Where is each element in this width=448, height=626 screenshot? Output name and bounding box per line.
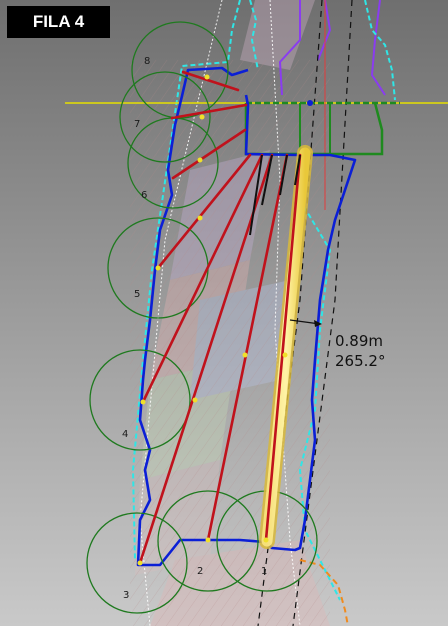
- hole-label-2: 2: [197, 566, 203, 577]
- drill-hole-2[interactable]: [206, 153, 289, 542]
- row-title-badge: FILA 4: [7, 6, 110, 38]
- hole-label-4: 4: [122, 429, 128, 440]
- hole-labels: 1 2 3 4 5 6 7 8: [122, 56, 267, 601]
- orange-contour: [299, 559, 349, 626]
- hole-label-7: 7: [134, 119, 140, 130]
- measure-distance: 0.89m: [335, 332, 383, 350]
- hole-label-1: 1: [261, 566, 267, 577]
- hole-circle-4[interactable]: [89, 349, 191, 451]
- hole-label-5: 5: [134, 289, 140, 300]
- hole-circle-3[interactable]: [86, 512, 188, 614]
- hole-circle-7[interactable]: [119, 71, 211, 163]
- drill-hole-5[interactable]: [156, 153, 252, 270]
- drill-hole-1[interactable]: [264, 153, 302, 542]
- drill-holes: [138, 70, 302, 565]
- drill-hole-4[interactable]: [141, 153, 264, 404]
- drill-hole-7[interactable]: [170, 103, 248, 120]
- hole-circle-8[interactable]: [131, 21, 229, 119]
- measure-angle: 265.2°: [335, 352, 385, 370]
- drill-hole-8[interactable]: [181, 70, 240, 92]
- white-guide-lines: [139, 0, 301, 626]
- hole-label-3: 3: [123, 590, 129, 601]
- selected-hole-highlight[interactable]: [259, 145, 313, 549]
- measure-arrow: [289, 319, 322, 327]
- charge-points: [137, 74, 288, 566]
- purple-contour: [278, 0, 386, 96]
- collar-lines: [249, 154, 301, 236]
- drill-hole-3[interactable]: [138, 153, 274, 565]
- hole-circle-2[interactable]: [157, 490, 259, 592]
- drill-hole-6[interactable]: [171, 128, 247, 180]
- hole-label-6: 6: [141, 190, 147, 201]
- hole-label-8: 8: [144, 56, 150, 67]
